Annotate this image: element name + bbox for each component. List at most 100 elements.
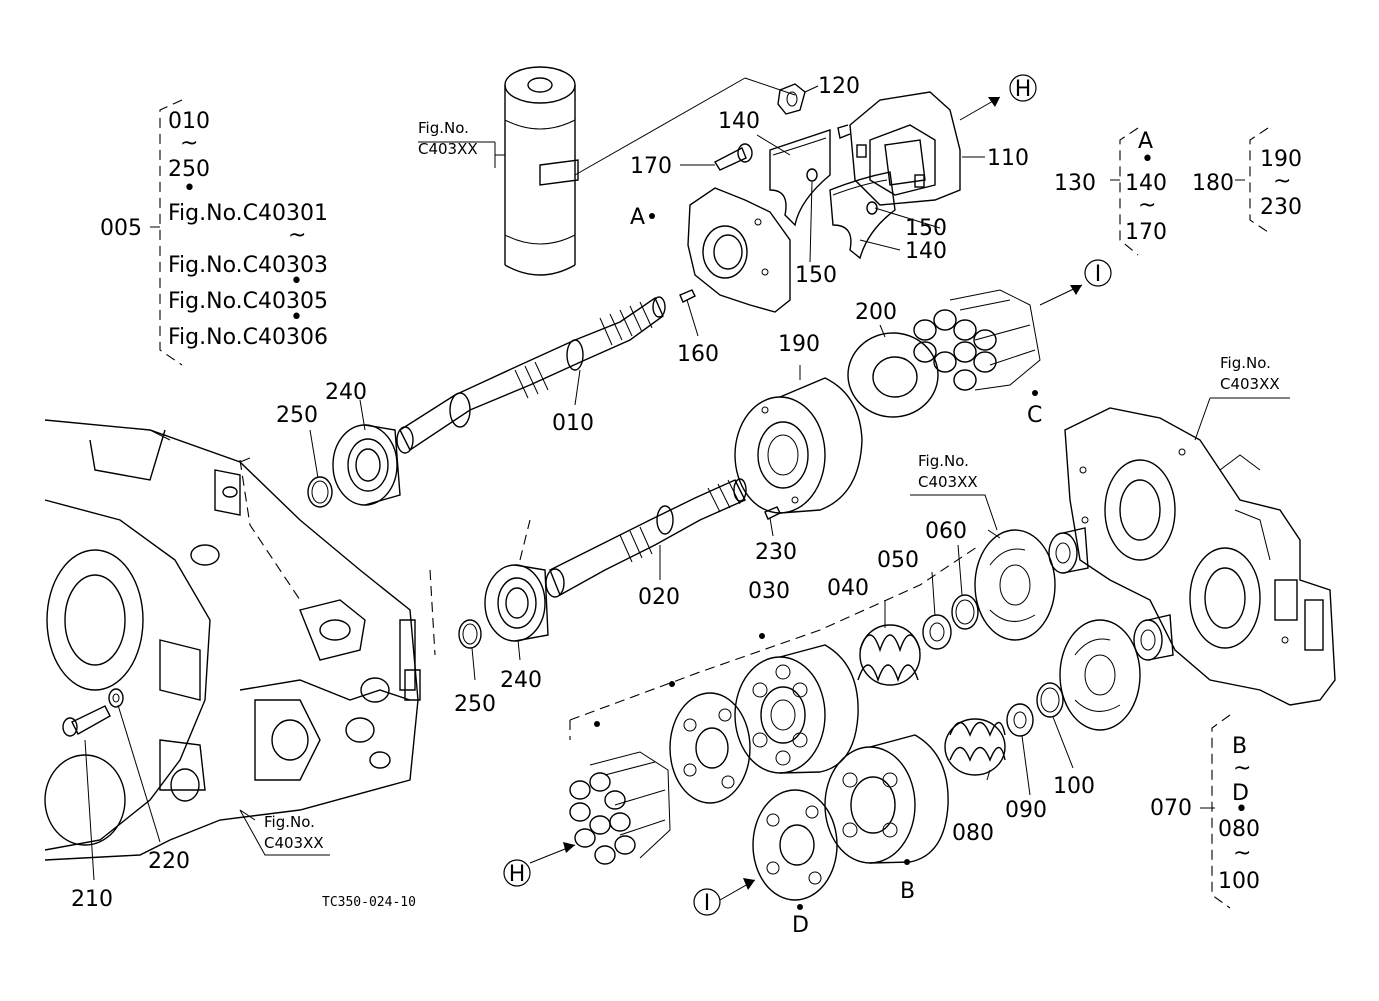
part-label-180: 180 (1192, 171, 1234, 196)
group-005-dot2: • (290, 269, 303, 294)
transmission-housing (44, 419, 421, 861)
part-label-150-lower: 150 (795, 263, 837, 288)
block-120 (777, 83, 806, 115)
group-005-line3: Fig.No.C40301 (168, 201, 328, 226)
label-d: D (792, 913, 809, 938)
group-070-tilde2: ~ (1233, 841, 1251, 866)
part-label-060: 060 (925, 519, 967, 544)
part-label-190: 190 (778, 332, 820, 357)
reference-dots (594, 213, 1038, 910)
bolt-170 (714, 143, 753, 171)
needle-bearing-lower (1133, 614, 1174, 661)
part-label-140-lower: 140 (905, 239, 947, 264)
part-label-005: 005 (100, 216, 142, 241)
part-label-070: 070 (1150, 796, 1192, 821)
group-070-line1: B (1232, 734, 1247, 759)
fig-ref-bottom-label: Fig.No. (264, 813, 315, 831)
pin-150-a (806, 168, 818, 182)
group-005-tilde2: ~ (288, 223, 306, 248)
part-label-050: 050 (877, 548, 919, 573)
part-label-230: 230 (755, 540, 797, 565)
washer-220 (108, 688, 124, 708)
group-180-line2: 230 (1260, 195, 1302, 220)
washer-090 (1006, 703, 1034, 737)
part-label-200: 200 (855, 300, 897, 325)
group-005-line5: Fig.No.C40305 (168, 289, 328, 314)
fig-ref-bottom-code: C403XX (264, 834, 324, 852)
part-label-250-lower: 250 (454, 692, 496, 717)
swash-plate-110 (837, 91, 961, 206)
group-070-line4: 100 (1218, 869, 1260, 894)
snap-ring-250-upper (307, 476, 333, 508)
group-005-line6: Fig.No.C40306 (168, 325, 328, 350)
part-label-170: 170 (630, 154, 672, 179)
group-brackets (159, 99, 1269, 909)
group-180-line1: 190 (1260, 147, 1302, 172)
group-130-tilde1: ~ (1138, 193, 1156, 218)
pin-230 (764, 506, 781, 520)
pin-150-b (866, 201, 878, 215)
leader-lines (84, 77, 1290, 881)
port-plate-upper (974, 529, 1056, 641)
holder-a (687, 187, 791, 313)
fig-ref-top-code: C403XX (418, 140, 478, 158)
snap-ring-250-lower (458, 619, 482, 649)
group-070-tilde1: ~ (1233, 756, 1251, 781)
group-070-line3: 080 (1218, 817, 1260, 842)
drawing-reference: TC350-024-10 (322, 895, 416, 910)
part-label-080: 080 (952, 821, 994, 846)
callout-i-lower: I (704, 891, 711, 916)
cylinder-block-030 (734, 644, 859, 774)
retainer-plate-d (752, 789, 838, 901)
fig-ref-top-label: Fig.No. (418, 119, 469, 137)
part-label-140-upper: 140 (718, 109, 760, 134)
bearing-240-lower (484, 564, 549, 642)
part-label-040: 040 (827, 576, 869, 601)
bolt-210 (62, 705, 111, 737)
external-part-cylinder (504, 66, 579, 276)
label-a: A (630, 205, 645, 230)
part-label-160: 160 (677, 342, 719, 367)
plate-140-lower (829, 171, 896, 260)
part-label-020: 020 (638, 585, 680, 610)
group-130-line2: 140 (1125, 171, 1167, 196)
group-005-dot1: • (183, 176, 196, 201)
label-b: B (900, 879, 915, 904)
part-label-030: 030 (748, 579, 790, 604)
group-005-line1: 010 (168, 109, 210, 134)
part-label-250-upper: 250 (276, 403, 318, 428)
part-label-150-right: 150 (905, 216, 947, 241)
fig-ref-right-code: C403XX (1220, 375, 1280, 393)
port-plate-lower (1059, 619, 1141, 731)
group-130-line3: 170 (1125, 220, 1167, 245)
shaft-020 (545, 478, 747, 598)
snap-ring-100 (1036, 682, 1064, 718)
group-180-tilde1: ~ (1273, 169, 1291, 194)
fig-ref-right-label: Fig.No. (1220, 354, 1271, 372)
bearing-240-upper (332, 424, 401, 506)
group-005-line4: Fig.No.C40303 (168, 253, 328, 278)
cylinder-block-b (824, 734, 949, 864)
plate-200 (847, 332, 939, 418)
part-label-010: 010 (552, 411, 594, 436)
cylinder-block-190 (734, 377, 863, 514)
group-130-dot1: • (1141, 147, 1154, 172)
part-label-110: 110 (987, 146, 1029, 171)
piston-assembly-lower (569, 751, 671, 865)
label-c: C (1027, 403, 1042, 428)
group-070-dot1: • (1235, 797, 1248, 822)
group-070-line2: D (1232, 781, 1249, 806)
part-label-220: 220 (148, 849, 190, 874)
callout-circles (503, 74, 1112, 916)
group-005-line2: 250 (168, 157, 210, 182)
spring-040 (857, 624, 921, 686)
shaft-010 (396, 296, 666, 454)
group-005-dot3: • (290, 305, 303, 330)
group-130-line1: A (1138, 129, 1153, 154)
callout-h-upper: H (1015, 77, 1032, 102)
retainer-plate-upper (669, 692, 751, 804)
fig-ref-mid-label: Fig.No. (918, 452, 969, 470)
part-label-130: 130 (1054, 171, 1096, 196)
group-005-tilde1: ~ (180, 131, 198, 156)
